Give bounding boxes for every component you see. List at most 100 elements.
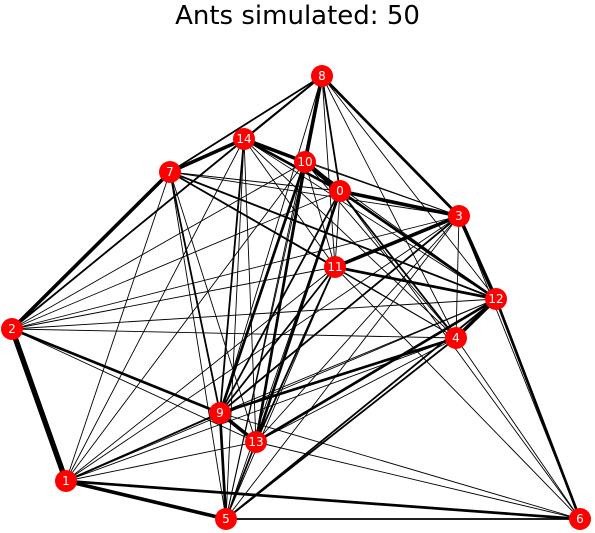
edge-14-12 xyxy=(243,138,497,300)
node-label: 9 xyxy=(216,406,224,420)
edge-6-0 xyxy=(339,190,581,520)
node-circle xyxy=(311,65,333,87)
edge-14-13 xyxy=(243,138,257,443)
edge-8-11 xyxy=(321,75,336,268)
edge-11-9 xyxy=(219,266,336,414)
node-circle xyxy=(1,318,23,340)
edge-3-4 xyxy=(455,215,460,339)
node-2: 2 xyxy=(1,318,23,340)
edge-7-13 xyxy=(169,171,257,443)
edge-5-14 xyxy=(225,138,245,520)
edge-6-9 xyxy=(219,412,581,520)
node-label: 1 xyxy=(62,474,70,488)
edge-3-13 xyxy=(255,215,460,443)
edge-6-3 xyxy=(458,215,581,520)
node-circle xyxy=(215,508,237,530)
edge-11-13 xyxy=(255,266,336,443)
edge-1-7 xyxy=(65,171,171,482)
edge-5-0 xyxy=(225,190,341,520)
edge-1-14 xyxy=(65,138,245,482)
edge-5-7 xyxy=(169,171,227,520)
edge-1-6 xyxy=(64,479,582,521)
plot-title: Ants simulated: 50 xyxy=(175,1,420,31)
edge-6-11 xyxy=(334,266,581,520)
node-0: 0 xyxy=(329,180,351,202)
edge-6-4 xyxy=(455,337,581,520)
edge-14-4 xyxy=(243,138,457,339)
node-label: 3 xyxy=(455,209,463,223)
edge-0-4 xyxy=(339,190,457,339)
edge-12-6 xyxy=(494,297,582,521)
edge-5-3 xyxy=(225,215,460,520)
edge-2-13 xyxy=(11,328,257,443)
edge-1-11 xyxy=(65,266,336,482)
node-label: 13 xyxy=(248,435,263,449)
node-circle xyxy=(233,128,255,150)
edge-8-4 xyxy=(321,75,457,339)
node-label: 10 xyxy=(297,155,312,169)
edge-14-11 xyxy=(243,138,336,268)
node-circle xyxy=(55,470,77,492)
node-label: 5 xyxy=(222,512,230,526)
node-circle xyxy=(324,256,346,278)
node-14: 14 xyxy=(233,128,255,150)
node-label: 8 xyxy=(318,69,326,83)
node-8: 8 xyxy=(311,65,333,87)
edge-7-9 xyxy=(169,171,221,414)
edge-5-10 xyxy=(225,161,306,520)
edge-0-9 xyxy=(219,190,341,414)
node-circle xyxy=(209,402,231,424)
edge-1-13 xyxy=(65,441,257,482)
node-circle xyxy=(485,288,507,310)
edge-8-7 xyxy=(169,75,323,173)
edge-2-1 xyxy=(9,326,69,484)
edge-13-5 xyxy=(225,441,257,520)
edge-4-13 xyxy=(255,337,457,443)
node-circle xyxy=(329,180,351,202)
edge-2-7 xyxy=(10,170,172,331)
edge-2-3 xyxy=(11,215,460,330)
node-9: 9 xyxy=(209,402,231,424)
node-label: 2 xyxy=(8,322,16,336)
node-label: 6 xyxy=(576,512,584,526)
edge-0-3 xyxy=(338,189,461,218)
node-13: 13 xyxy=(245,431,267,453)
edge-3-12 xyxy=(457,214,498,301)
edge-1-12 xyxy=(65,298,497,482)
node-12: 12 xyxy=(485,288,507,310)
edge-2-9 xyxy=(10,327,222,415)
edge-8-13 xyxy=(255,75,323,443)
edge-14-9 xyxy=(219,138,245,414)
node-circle xyxy=(569,508,591,530)
node-label: 7 xyxy=(166,165,174,179)
node-1: 1 xyxy=(55,470,77,492)
node-label: 4 xyxy=(452,331,460,345)
node-circle xyxy=(294,151,316,173)
edge-12-9 xyxy=(219,298,497,414)
node-11: 11 xyxy=(324,256,346,278)
edge-2-4 xyxy=(11,328,457,339)
edge-8-9 xyxy=(219,75,323,414)
edge-10-9 xyxy=(218,160,307,415)
edge-1-10 xyxy=(65,161,306,482)
edge-layer xyxy=(9,74,582,521)
node-4: 4 xyxy=(445,327,467,349)
node-label: 0 xyxy=(336,184,344,198)
edge-7-0 xyxy=(169,171,341,192)
edge-10-11 xyxy=(304,161,336,268)
edge-3-9 xyxy=(219,215,460,414)
edge-2-12 xyxy=(11,298,497,330)
edge-0-11 xyxy=(334,190,341,268)
node-circle xyxy=(245,431,267,453)
edge-8-3 xyxy=(320,74,461,218)
node-circle xyxy=(159,161,181,183)
edge-10-3 xyxy=(304,161,460,217)
node-label: 14 xyxy=(236,132,251,146)
edge-11-12 xyxy=(333,265,498,301)
node-7: 7 xyxy=(159,161,181,183)
node-6: 6 xyxy=(569,508,591,530)
edge-2-11 xyxy=(11,266,336,330)
node-label: 12 xyxy=(488,292,503,306)
node-10: 10 xyxy=(294,151,316,173)
